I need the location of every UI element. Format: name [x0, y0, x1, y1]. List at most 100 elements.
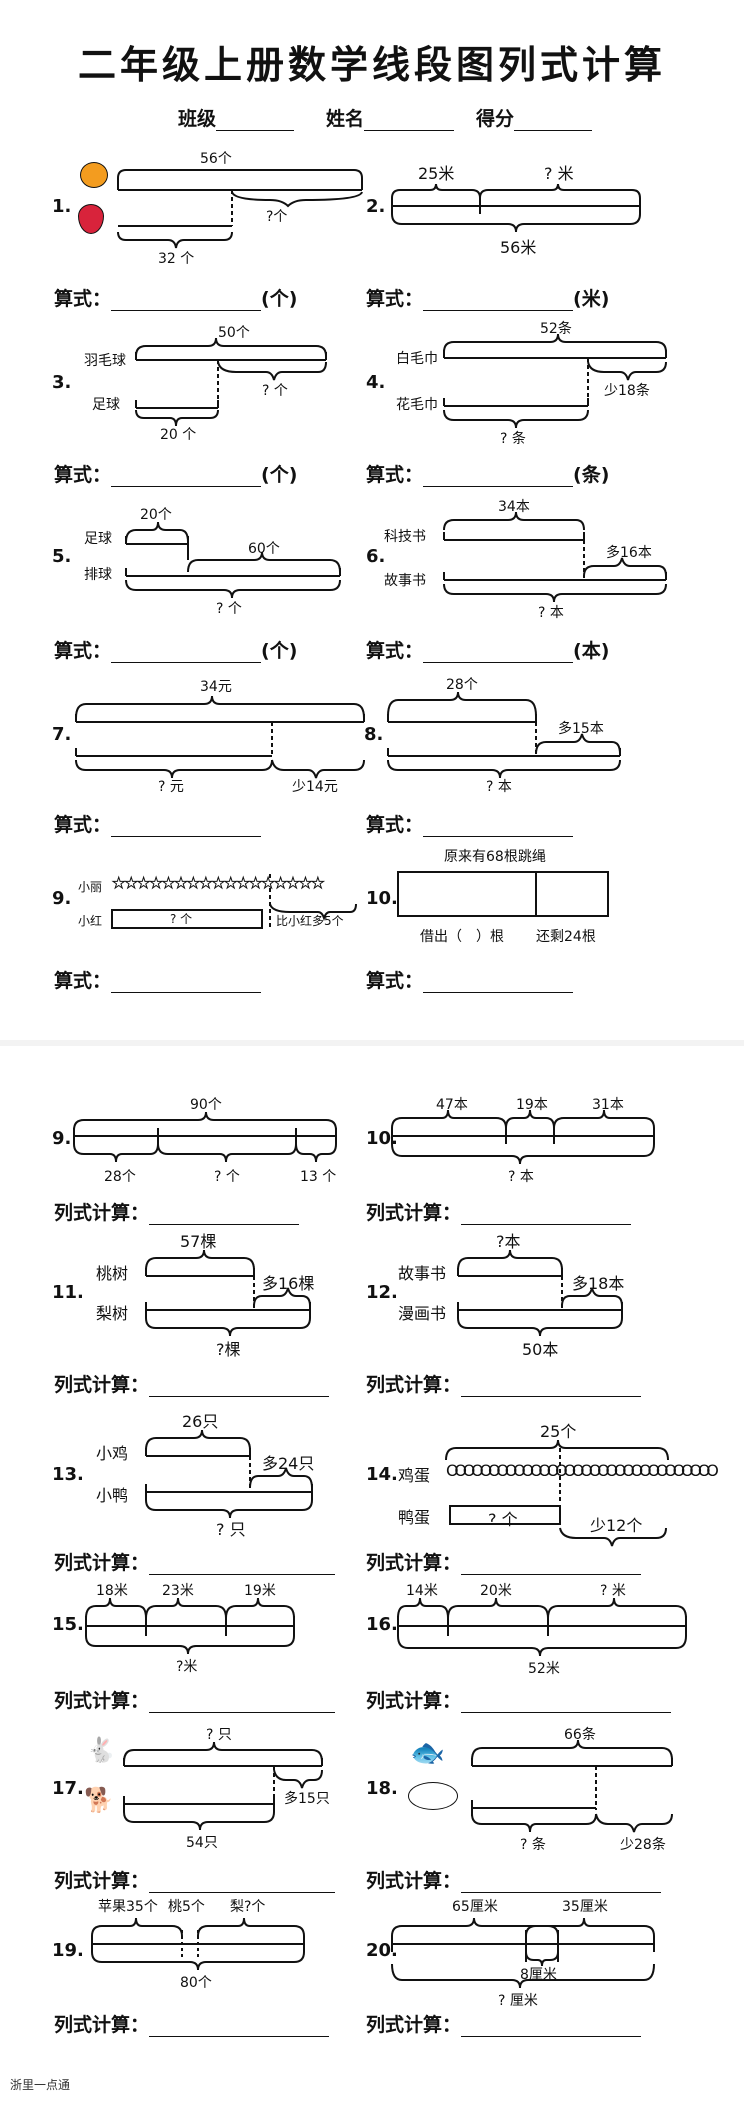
answer-input[interactable]	[111, 816, 262, 837]
score-input[interactable]	[514, 110, 593, 131]
p3-bottom-label: 20 个	[160, 427, 197, 443]
answer-input[interactable]	[423, 466, 574, 487]
q20-b-label: 35厘米	[562, 1899, 608, 1915]
answer-input[interactable]	[149, 1554, 336, 1575]
q9-b2-label: ? 个	[214, 1169, 240, 1185]
q16-answer: 列式计算：	[366, 1686, 672, 1713]
answer-label: 算式：	[54, 640, 112, 662]
answer-input[interactable]	[149, 2016, 330, 2037]
q19-number: 19.	[52, 1940, 84, 1961]
answer-input[interactable]	[423, 816, 574, 837]
answer-input[interactable]	[149, 1204, 300, 1225]
q18-right-label: 少28条	[620, 1837, 666, 1853]
p8-right-label: 多15本	[558, 721, 604, 737]
q10-c-label: 31本	[592, 1097, 624, 1113]
p8-top-label: 28个	[446, 677, 478, 693]
answer-label: 列式计算：	[366, 2014, 462, 2036]
rabbit-icon: 🐇	[86, 1736, 116, 1764]
class-field: 班级	[178, 104, 295, 131]
p10-top-label: 原来有68根跳绳	[444, 849, 546, 865]
q13-right-label: 多24只	[262, 1454, 315, 1473]
q16-c-label: ? 米	[600, 1583, 626, 1599]
q12-row2-label: 漫画书	[398, 1304, 447, 1323]
problem-5-number: 5.	[52, 546, 72, 567]
q14-eggs-row: OOOOOOOOOOOOOOOOOOOOOOOOOOOOOOOO	[446, 1461, 719, 1480]
q11-row2-label: 梨树	[96, 1304, 129, 1323]
q13-row1-label: 小鸡	[96, 1444, 129, 1463]
q11-right-label: 多16棵	[262, 1274, 315, 1293]
problem-2-number: 2.	[366, 196, 386, 217]
q12-top-label: ?本	[496, 1232, 521, 1251]
class-label: 班级	[178, 108, 217, 130]
problem-6-number: 6.	[366, 546, 386, 567]
unit-label: (个)	[261, 640, 298, 662]
p2-b-label: ? 米	[544, 164, 574, 183]
p4-answer: 算式：(条)	[366, 460, 609, 487]
answer-label: 列式计算：	[54, 2014, 150, 2036]
answer-input[interactable]	[111, 466, 262, 487]
q13-bottom-label: ? 只	[216, 1520, 246, 1539]
q17-number: 17.	[52, 1778, 84, 1799]
name-input[interactable]	[364, 110, 455, 131]
answer-input[interactable]	[111, 642, 262, 663]
q17-answer: 列式计算：	[54, 1866, 336, 1893]
answer-input[interactable]	[111, 290, 262, 311]
p5-bottom-label: ? 个	[216, 601, 242, 617]
q14-answer: 列式计算：	[366, 1548, 642, 1575]
q10-a-label: 47本	[436, 1097, 468, 1113]
name-field: 姓名	[326, 104, 455, 131]
flatfish-icon	[408, 1782, 458, 1810]
q12-answer: 列式计算：	[366, 1370, 642, 1397]
page-title: 二年级上册数学线段图列式计算	[77, 43, 666, 87]
p7-top-label: 34元	[200, 679, 232, 695]
answer-input[interactable]	[461, 1692, 672, 1713]
answer-input[interactable]	[149, 1376, 330, 1397]
q14-row2-label: 鸭蛋	[398, 1508, 431, 1527]
p1-right-label: ?个	[266, 209, 288, 225]
p3-right-label: ? 个	[262, 383, 288, 399]
answer-input[interactable]	[461, 1872, 662, 1893]
q9-top-label: 90个	[190, 1097, 222, 1113]
answer-input[interactable]	[423, 290, 574, 311]
answer-label: 算式：	[366, 288, 424, 310]
p5-row1-label: 足球	[84, 531, 112, 547]
p9-row1-label: 小丽	[78, 880, 103, 894]
p2-answer: 算式：(米)	[366, 284, 609, 311]
orange-icon	[80, 162, 108, 188]
p5-top-label: 20个	[140, 507, 172, 523]
answer-input[interactable]	[461, 1554, 642, 1575]
problem-9-number: 9.	[52, 888, 72, 909]
answer-input[interactable]	[461, 2016, 642, 2037]
p4-right-label: 少18条	[604, 383, 650, 399]
answer-input[interactable]	[149, 1872, 336, 1893]
answer-label: 算式：	[54, 970, 112, 992]
q16-number: 16.	[366, 1614, 398, 1635]
p1-bottom-label: 32 个	[158, 251, 195, 267]
answer-input[interactable]	[423, 972, 574, 993]
answer-input[interactable]	[149, 1692, 336, 1713]
answer-input[interactable]	[111, 972, 262, 993]
p10-answer: 算式：	[366, 966, 574, 993]
p6-right-label: 多16本	[606, 545, 652, 561]
answer-label: 列式计算：	[54, 1374, 150, 1396]
problem-4-number: 4.	[366, 372, 386, 393]
class-input[interactable]	[216, 110, 295, 131]
q10-bottom-label: ? 本	[508, 1169, 534, 1185]
problem-8-number: 8.	[364, 724, 384, 745]
answer-label: 列式计算：	[54, 1690, 150, 1712]
q15-a-label: 18米	[96, 1583, 128, 1599]
q13-row2-label: 小鸭	[96, 1486, 129, 1505]
q9-b3-label: 13 个	[300, 1169, 337, 1185]
p5-row2-label: 排球	[84, 567, 112, 583]
answer-input[interactable]	[461, 1376, 642, 1397]
p3-answer: 算式：(个)	[54, 460, 297, 487]
p3-top-label: 50个	[218, 325, 250, 341]
name-label: 姓名	[326, 108, 365, 130]
q20-a-label: 65厘米	[452, 1899, 498, 1915]
p4-row1-label: 白毛巾	[396, 351, 438, 367]
q9-number: 9.	[52, 1128, 72, 1149]
answer-label: 算式：	[366, 640, 424, 662]
q12-bottom-label: 50本	[522, 1340, 559, 1359]
answer-input[interactable]	[423, 642, 574, 663]
answer-input[interactable]	[461, 1204, 632, 1225]
